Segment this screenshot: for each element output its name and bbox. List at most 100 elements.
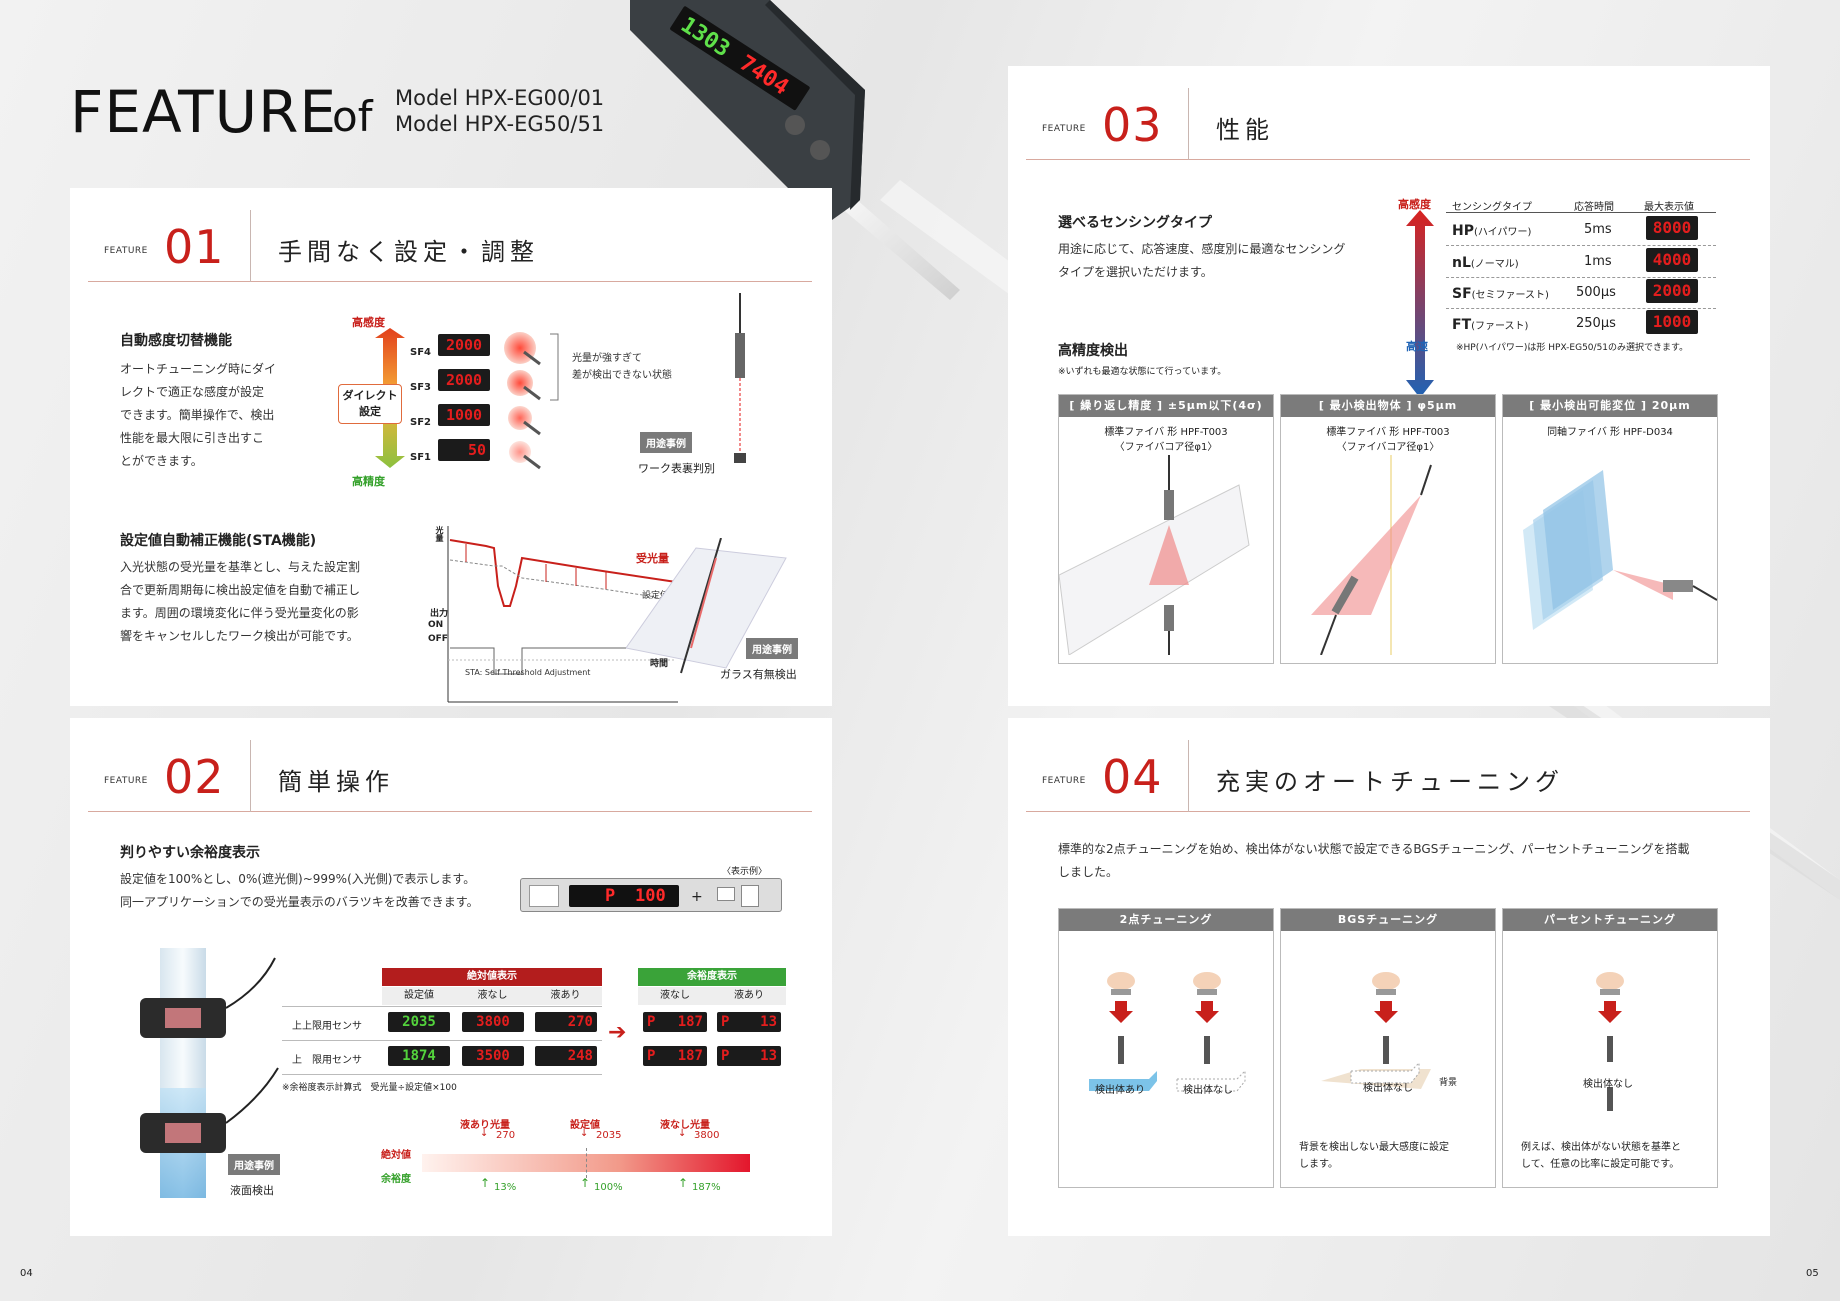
- abs-set-value: 2035: [388, 1012, 450, 1032]
- abs-liquid: 248: [535, 1046, 597, 1066]
- table-note: ※HP(ハイパワー)は形 HPX-EG50/51のみ選択できます。: [1456, 343, 1689, 353]
- up-arrow-icon: ↑: [678, 1176, 689, 1190]
- card-header: パーセントチューニング: [1503, 909, 1717, 931]
- col-header: 応答時間: [1574, 202, 1614, 213]
- precision-card-min-object: [ 最小検出物体 ] φ5µm 標準ファイバ 形 HPF-T003 〈ファイバコ…: [1280, 394, 1496, 664]
- auto-sensitivity-heading: 自動感度切替機能: [120, 333, 232, 349]
- percent-illustration: [1596, 972, 1624, 1111]
- type-sub: (セミファースト): [1471, 290, 1549, 301]
- body-line: できます。簡単操作で、検出: [120, 408, 275, 422]
- col-header: 最大表示値: [1644, 202, 1694, 213]
- bracket: [550, 333, 559, 401]
- use-case-badge: 用途事例: [640, 432, 692, 453]
- down-arrow-icon: ↓: [580, 1128, 589, 1139]
- absolute-display-header: 絶対値表示: [382, 968, 602, 986]
- precision-card-repeat: [ 繰り返し精度 ] ±5µm以下(4σ) 標準ファイバ 形 HPF-T003 …: [1058, 394, 1274, 664]
- feature-title: 簡単操作: [278, 768, 394, 796]
- body-line: オートチューニング時にダイ: [120, 362, 277, 376]
- speed-sensitivity-arrow: [1406, 210, 1434, 398]
- body-line: 性能を最大限に引き出すこ: [120, 431, 265, 445]
- glass-detection-image: [626, 538, 787, 674]
- feature-02-panel: FEATURE 02 簡単操作 判りやすい余裕度表示 設定値を100%とし、0%…: [70, 718, 832, 1236]
- high-sensitivity-label: 高感度: [352, 316, 385, 329]
- body-line: 合で更新周期毎に検出設定値を自動で補正し: [120, 583, 361, 597]
- direct-label-2: 設定: [359, 405, 381, 418]
- body-line: 標準的な2点チューニングを始め、検出体がない状態で設定できるBGSチューニング、…: [1058, 842, 1690, 856]
- sta-graph: [447, 526, 678, 703]
- level-display: 1000: [438, 404, 490, 426]
- type-name: FT: [1452, 317, 1472, 333]
- time-label: 時間: [650, 659, 669, 669]
- level-label: SF2: [410, 417, 431, 428]
- off-label: OFF: [428, 634, 448, 644]
- table-rule: [1446, 212, 1716, 213]
- response-time: 250µs: [1576, 316, 1616, 331]
- max-display: 2000: [1646, 279, 1698, 303]
- plus-icon: +: [691, 889, 703, 905]
- row-label: 上上限用センサ: [292, 1021, 362, 1032]
- margin-value: 187: [677, 1014, 703, 1030]
- col-header: センシングタイプ: [1452, 202, 1532, 213]
- feature-04-panel: FEATURE 04 充実のオートチューニング 標準的な2点チューニングを始め、…: [1008, 718, 1770, 1236]
- type-sub: (ファースト): [1471, 321, 1529, 332]
- level-label: SF4: [410, 347, 431, 358]
- row-divider: [282, 1006, 602, 1007]
- feature-of: of: [332, 92, 373, 141]
- col-header: 設定値: [382, 987, 456, 1005]
- level-label: SF1: [410, 452, 431, 463]
- type-name: SF: [1452, 286, 1472, 302]
- sta-body: 入光状態の受光量を基準とし、与えた設定割 合で更新周期毎に検出設定値を自動で補正…: [120, 556, 360, 648]
- caption-line: 標準ファイバ 形 HPF-T003: [1104, 427, 1228, 438]
- header-divider: [250, 210, 251, 282]
- state-label: 検出体なし: [1363, 1083, 1413, 1094]
- state-label: 検出体あり: [1095, 1085, 1145, 1096]
- level-display: 2000: [438, 369, 490, 391]
- direct-setting-box: ダイレクト 設定: [338, 384, 402, 424]
- feature-title: FEATURE: [70, 78, 338, 146]
- setpoint-line: [586, 1148, 587, 1178]
- type-sub: (ノーマル): [1470, 259, 1519, 270]
- body-line: ます。周囲の環境変化に伴う受光量変化の影: [120, 606, 359, 620]
- card-caption: 同軸ファイバ 形 HPF-D034: [1503, 425, 1717, 440]
- output-label: 出力: [430, 609, 449, 619]
- abs-set-value: 1874: [388, 1046, 450, 1066]
- desc-line: して、任意の比率に設定可能です。: [1521, 1159, 1680, 1170]
- bar-abs-label: 絶対値: [381, 1150, 411, 1161]
- max-display: 4000: [1646, 248, 1698, 272]
- mark-title: 液あり光量: [460, 1120, 510, 1131]
- body-line: 入光状態の受光量を基準とし、与えた設定割: [120, 560, 361, 574]
- sensing-type-body: 用途に応じて、応答速度、感度別に最適なセンシング タイプを選択いただけます。: [1058, 238, 1345, 284]
- row-label: 上 限用センサ: [292, 1055, 362, 1066]
- model-line-2: Model HPX-EG50/51: [395, 112, 605, 136]
- abs-no-liquid: 3500: [462, 1046, 524, 1066]
- table-rule: [1446, 277, 1716, 278]
- graph-y-label: 光量: [435, 526, 444, 542]
- col-header: 液なし: [638, 987, 712, 1005]
- mark-abs: 270: [496, 1130, 516, 1141]
- body-line: 同一アプリケーションでの受光量表示のバラツキを改善できます。: [120, 895, 479, 909]
- desc-line: します。: [1299, 1159, 1338, 1170]
- tuning-card-percent: パーセントチューニング 検出体なし 例えば、検出体がない状態を基準と して、任意…: [1502, 908, 1718, 1188]
- body-line: しました。: [1058, 865, 1119, 879]
- caption-line: 〈ファイバコア径φ1〉: [1114, 442, 1218, 453]
- sta-footnote: STA: Self Threshold Adjustment: [465, 668, 591, 677]
- level-sf3: SF3: [410, 375, 431, 394]
- mark-abs: 3800: [694, 1130, 720, 1141]
- card-header: [ 繰り返し精度 ] ±5µm以下(4σ): [1059, 395, 1273, 417]
- use-case-badge: 用途事例: [746, 638, 798, 659]
- feature-04-header: FEATURE 04 充実のオートチューニング: [1026, 740, 1750, 812]
- sta-heading: 設定値自動補正機能(STA機能): [120, 533, 317, 549]
- table-rule: [1446, 245, 1716, 246]
- header-divider: [1188, 740, 1189, 812]
- card-header: [ 最小検出物体 ] φ5µm: [1281, 395, 1495, 417]
- caption-line: 標準ファイバ 形 HPF-T003: [1326, 427, 1450, 438]
- use-case-label: ワーク表裏判別: [638, 462, 715, 475]
- precision-heading: 高精度検出: [1058, 343, 1128, 359]
- tuning-card-bgs: BGSチューニング 検出体なし 背景 背景を検出しない最大感度に設定 します。: [1280, 908, 1496, 1188]
- two-point-illustration: [1089, 972, 1246, 1092]
- precision-illustration: [1311, 455, 1432, 656]
- type-sub: (ハイパワー): [1473, 227, 1532, 238]
- col-header: 液あり: [529, 987, 602, 1005]
- use-case-label: 液面検出: [230, 1184, 274, 1197]
